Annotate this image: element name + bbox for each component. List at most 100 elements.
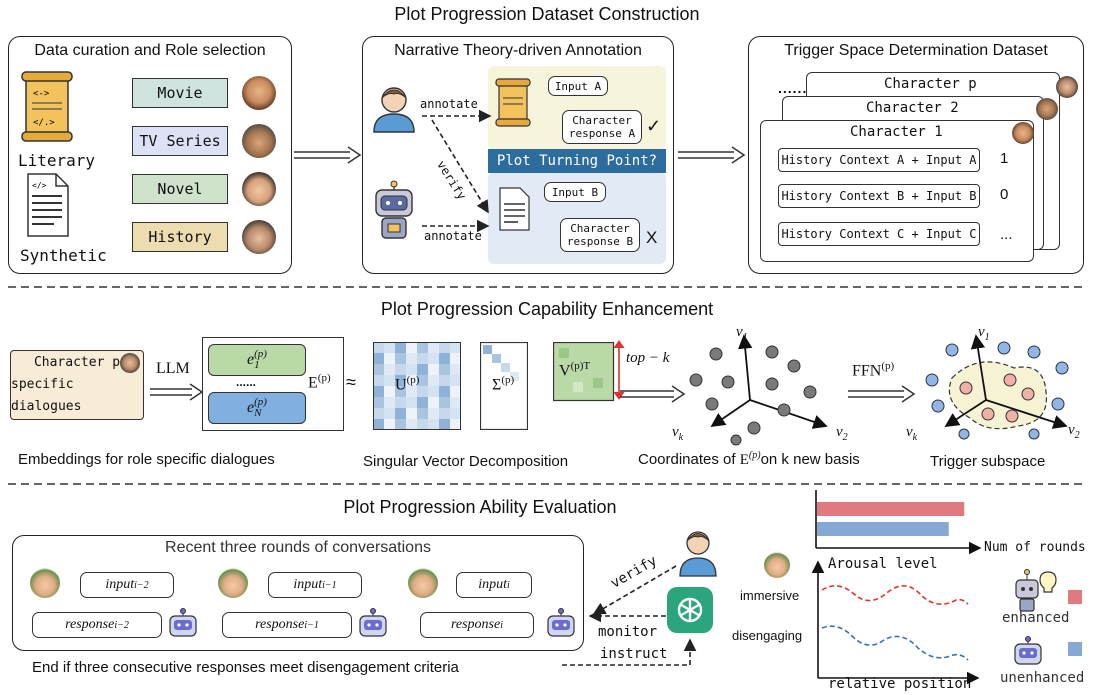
u-matrix-cell	[395, 375, 406, 386]
u-matrix-cell	[406, 342, 417, 353]
u-matrix-cell	[373, 375, 384, 386]
topk-arrow	[613, 340, 625, 400]
E-sup: (p)	[317, 372, 331, 384]
u-matrix-cell	[428, 364, 439, 375]
monitor-label: monitor	[598, 624, 658, 640]
u-matrix-cell	[406, 375, 417, 386]
source-literary: Literary	[18, 151, 96, 170]
U-base: U	[395, 376, 407, 394]
trigger-axis-v2: v2	[1068, 422, 1080, 441]
user-avatar-3	[408, 568, 438, 598]
chatgpt-icon	[667, 587, 713, 633]
history-row-c: History Context C + Input C	[778, 222, 980, 246]
u-matrix-cell	[450, 342, 461, 353]
u-matrix-cell	[406, 419, 417, 430]
u-matrix-cell	[384, 353, 395, 364]
U-sup: (p)	[406, 374, 420, 386]
unenhanced-label: unenhanced	[1000, 670, 1085, 686]
u-matrix-cell	[428, 353, 439, 364]
e1-sub: 1	[254, 359, 260, 371]
category-tv-series: TV Series	[132, 126, 228, 156]
u-matrix-cell	[406, 408, 417, 419]
u-matrix-cell	[395, 419, 406, 430]
axis-v2: v2	[836, 424, 848, 443]
immersive-label: immersive	[740, 588, 800, 603]
u-matrix-cell	[417, 364, 428, 375]
u-matrix-cell	[406, 386, 417, 397]
enhanced-swatch	[1068, 590, 1082, 604]
sigma-matrix	[480, 342, 528, 430]
scroll-small-icon	[495, 78, 531, 127]
bot-icon-2	[359, 608, 387, 637]
ffn-label: FFN(p)	[852, 360, 895, 380]
avatar-character-1	[1012, 122, 1034, 144]
response-a-bubble: Character response A	[562, 110, 642, 144]
svg-text:</.>: </.>	[33, 118, 55, 128]
u-matrix-cell	[450, 364, 461, 375]
arrow-annotation-to-dataset	[678, 146, 746, 164]
u-matrix-cell	[395, 364, 406, 375]
response-b-line1: Character	[570, 222, 630, 235]
embedding-en: e(p)N	[208, 392, 306, 424]
E-base: E	[308, 374, 318, 392]
instruct-label: instruct	[600, 646, 668, 662]
embedding-matrix	[202, 337, 344, 431]
avatar-movie	[242, 76, 276, 110]
annotation-arrows	[422, 109, 492, 233]
section-title-construction: Plot Progression Dataset Construction	[394, 4, 700, 24]
u-matrix-cell	[373, 397, 384, 408]
u-matrix-cell	[439, 375, 450, 386]
u-matrix-cell	[439, 353, 450, 364]
rater-avatar	[764, 552, 790, 578]
u-matrix-cell	[384, 364, 395, 375]
embedding-dots: ......	[236, 375, 257, 389]
ffn-arrow	[848, 385, 916, 403]
u-matrix-cell	[395, 408, 406, 419]
section-title-evaluation: Plot Progression Ability Evaluation	[343, 497, 617, 517]
svg-text:</>: </>	[32, 181, 47, 190]
history-row-c-label: ...	[1000, 226, 1013, 243]
trigger-axis-vk: vk	[906, 424, 918, 443]
en-sup: (p)	[254, 396, 267, 408]
u-matrix-cell	[373, 353, 384, 364]
document-small-icon	[499, 187, 530, 231]
u-matrix-cell	[439, 397, 450, 408]
avatar-dialogue	[120, 353, 140, 373]
e1-sup: (p)	[254, 348, 267, 360]
topk-label: top − k	[626, 350, 670, 366]
user-avatar-2	[218, 568, 248, 598]
cross-icon: X	[646, 228, 658, 247]
dataset-title: Trigger Space Determination Dataset	[784, 42, 1048, 59]
u-matrix-cell	[395, 386, 406, 397]
evaluation-arrows	[560, 565, 697, 666]
document-icon: </>	[27, 173, 69, 237]
bar-enhanced	[817, 502, 965, 516]
llm-arrow	[150, 383, 204, 401]
u-matrix-label: U(p)	[395, 374, 419, 394]
response-a-line2: response A	[568, 127, 636, 140]
u-matrix-cell	[384, 386, 395, 397]
v-matrix-label: V(p)T	[559, 360, 590, 380]
annotation-title: Narrative Theory-driven Annotation	[394, 42, 642, 59]
check-icon: ✓	[646, 116, 662, 136]
u-matrix-cell	[384, 375, 395, 386]
u-matrix-cell	[373, 364, 384, 375]
u-matrix-cell	[439, 408, 450, 419]
v-matrix	[553, 342, 615, 402]
u-matrix-cell	[373, 408, 384, 419]
u-matrix-cell	[384, 419, 395, 430]
history-row-b: History Context B + Input B	[778, 184, 980, 208]
category-history: History	[132, 222, 228, 252]
axis-vk: vk	[672, 424, 684, 443]
u-matrix-cell	[417, 386, 428, 397]
u-matrix-cell	[428, 419, 439, 430]
u-matrix-cell	[450, 419, 461, 430]
u-matrix-cell	[428, 386, 439, 397]
user-avatar-1	[30, 568, 60, 598]
u-matrix-cell	[417, 342, 428, 353]
approx-sign: ≈	[346, 372, 356, 392]
response-a-line1: Character	[572, 114, 632, 127]
